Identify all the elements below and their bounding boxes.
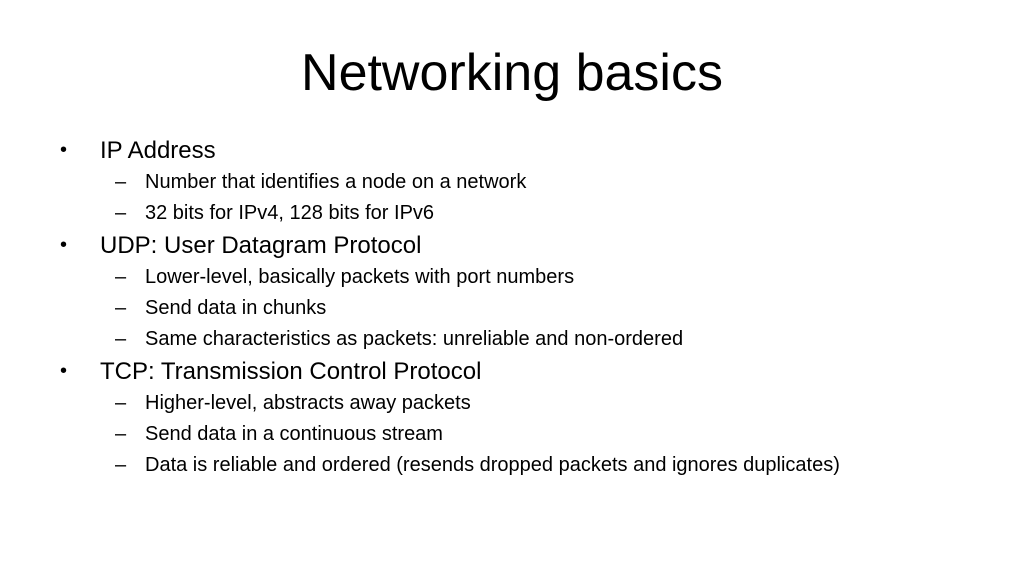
list-item-tcp: • TCP: Transmission Control Protocol – H…	[58, 355, 998, 481]
bullet-text: UDP: User Datagram Protocol	[100, 232, 422, 259]
sub-item-text: Same characteristics as packets: unrelia…	[145, 328, 684, 350]
sub-item-text: Data is reliable and ordered (resends dr…	[145, 454, 840, 476]
sub-item-text: Send data in chunks	[145, 297, 327, 319]
dash-icon: –	[115, 423, 127, 445]
dash-icon: –	[115, 454, 127, 476]
dash-icon: –	[115, 266, 127, 288]
sub-item: – Data is reliable and ordered (resends …	[58, 450, 998, 481]
bullet-icon: •	[60, 234, 68, 256]
sub-item-text: Higher-level, abstracts away packets	[145, 392, 471, 414]
bullet-row: • TCP: Transmission Control Protocol	[58, 355, 998, 388]
sub-item: – Higher-level, abstracts away packets	[58, 388, 998, 419]
sub-item-text: Lower-level, basically packets with port…	[145, 266, 575, 288]
list-item-udp: • UDP: User Datagram Protocol – Lower-le…	[58, 229, 998, 355]
slide-title: Networking basics	[301, 44, 723, 102]
sub-item: – Number that identifies a node on a net…	[58, 167, 998, 198]
dash-icon: –	[115, 328, 127, 350]
dash-icon: –	[115, 297, 127, 319]
sub-item: – Same characteristics as packets: unrel…	[58, 324, 998, 355]
sub-item: – Lower-level, basically packets with po…	[58, 262, 998, 293]
dash-icon: –	[115, 202, 127, 224]
dash-icon: –	[115, 392, 127, 414]
sub-item-text: Send data in a continuous stream	[145, 423, 443, 445]
bullet-icon: •	[60, 139, 68, 161]
bullet-list: • IP Address – Number that identifies a …	[58, 134, 998, 481]
sub-item-text: Number that identifies a node on a netwo…	[145, 171, 527, 193]
bullet-row: • IP Address	[58, 134, 998, 167]
list-item-ip-address: • IP Address – Number that identifies a …	[58, 134, 998, 229]
sub-item: – Send data in chunks	[58, 293, 998, 324]
sub-item: – Send data in a continuous stream	[58, 419, 998, 450]
bullet-text: TCP: Transmission Control Protocol	[100, 358, 482, 385]
bullet-text: IP Address	[100, 137, 216, 164]
dash-icon: –	[115, 171, 127, 193]
sub-item-text: 32 bits for IPv4, 128 bits for IPv6	[145, 202, 435, 224]
bullet-row: • UDP: User Datagram Protocol	[58, 229, 998, 262]
bullet-icon: •	[60, 360, 68, 382]
sub-item: – 32 bits for IPv4, 128 bits for IPv6	[58, 198, 998, 229]
